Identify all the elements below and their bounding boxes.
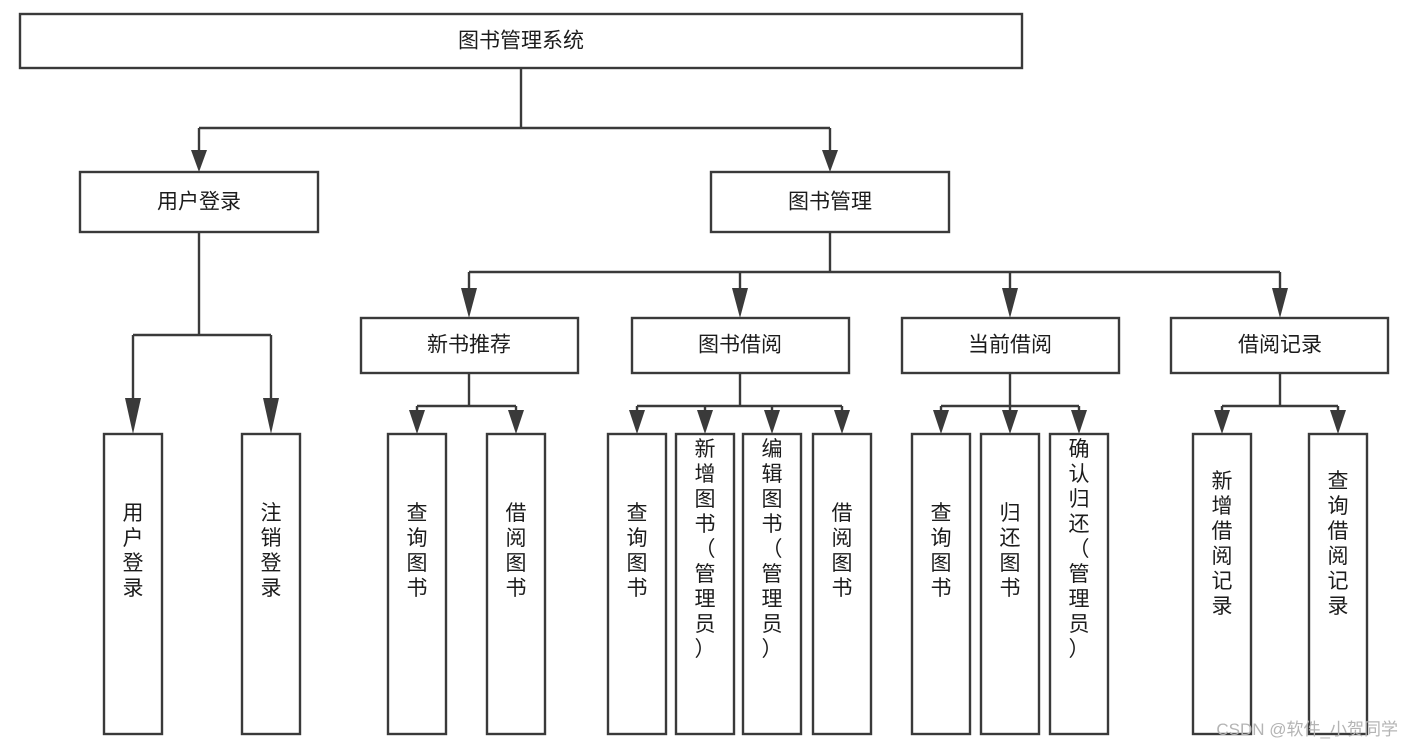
- node-user-login-box[interactable]: [78, 170, 320, 234]
- node-borrow-record-label: 借阅记录: [1238, 334, 1322, 357]
- arrow-to-leaf-return-book: [1002, 410, 1018, 434]
- arrow-to-leaf-add-book: [697, 410, 713, 434]
- arrow-root-to-user-login: [191, 150, 207, 172]
- leaf-return-book-label: 归还图书: [1000, 502, 1021, 600]
- node-book-borrow-box[interactable]: [630, 316, 851, 375]
- leaf-edit-book-box[interactable]: [741, 432, 803, 736]
- leaf-borrow-book-1[interactable]: 借阅图书: [485, 432, 547, 736]
- arrow-to-leaf-borrow-book-1: [508, 410, 524, 434]
- leaf-user-login[interactable]: 用户登录: [102, 432, 164, 736]
- leaf-query-book-3-box[interactable]: [910, 432, 972, 736]
- node-root-label: 图书管理系统: [458, 30, 584, 53]
- leaf-query-book-3[interactable]: 查询图书: [910, 432, 972, 736]
- node-book-manage-label: 图书管理: [788, 191, 872, 214]
- leaf-borrow-book-2-label: 借阅图书: [832, 502, 853, 600]
- leaf-query-book-2-label: 查询图书: [627, 502, 648, 600]
- leaf-edit-book-label: 编辑图书（管理员）: [762, 438, 783, 661]
- arrow-to-new-book-recommend: [461, 288, 477, 318]
- leaf-query-record[interactable]: 查询借阅记录: [1307, 432, 1369, 736]
- csdn-watermark: CSDN @软件_小贺同学: [1216, 720, 1398, 739]
- node-borrow-record-box[interactable]: [1169, 316, 1390, 375]
- leaf-edit-book[interactable]: 编辑图书（管理员）: [741, 432, 803, 736]
- leaf-query-record-box[interactable]: [1307, 432, 1369, 736]
- node-borrow-record[interactable]: 借阅记录: [1169, 316, 1390, 375]
- arrow-to-leaf-user-login: [125, 398, 141, 434]
- leaf-add-book[interactable]: 新增图书（管理员）: [674, 432, 736, 736]
- leaf-query-record-label: 查询借阅记录: [1328, 470, 1349, 618]
- leaf-user-logout[interactable]: 注销登录: [240, 432, 302, 736]
- leaf-borrow-book-2-box[interactable]: [811, 432, 873, 736]
- leaf-confirm-return[interactable]: 确认归还（管理员）: [1048, 432, 1110, 736]
- leaf-add-record-box[interactable]: [1191, 432, 1253, 736]
- leaf-borrow-book-1-box[interactable]: [485, 432, 547, 736]
- leaf-query-book-2[interactable]: 查询图书: [606, 432, 668, 736]
- leaf-borrow-book-2[interactable]: 借阅图书: [811, 432, 873, 736]
- leaf-user-logout-box[interactable]: [240, 432, 302, 736]
- leaf-query-book-2-box[interactable]: [606, 432, 668, 736]
- node-new-book-recommend-box[interactable]: [359, 316, 580, 375]
- arrow-to-leaf-borrow-book-2: [834, 410, 850, 434]
- node-new-book-recommend[interactable]: 新书推荐: [359, 316, 580, 375]
- leaf-confirm-return-box[interactable]: [1048, 432, 1110, 736]
- node-current-borrow[interactable]: 当前借阅: [900, 316, 1121, 375]
- node-current-borrow-box[interactable]: [900, 316, 1121, 375]
- leaf-user-logout-label: 注销登录: [261, 502, 282, 600]
- connector-layer: [125, 68, 1346, 434]
- arrow-to-book-borrow: [732, 288, 748, 318]
- leaf-borrow-book-1-label: 借阅图书: [506, 502, 527, 600]
- node-current-borrow-label: 当前借阅: [968, 334, 1052, 357]
- leaf-add-record-label: 新增借阅记录: [1212, 470, 1233, 618]
- leaf-confirm-return-label: 确认归还（管理员）: [1069, 438, 1090, 661]
- node-new-book-recommend-label: 新书推荐: [427, 334, 511, 357]
- leaf-query-book-3-label: 查询图书: [931, 502, 952, 600]
- node-book-borrow-label: 图书借阅: [698, 334, 782, 357]
- arrow-root-to-book-manage: [822, 150, 838, 172]
- leaf-add-book-label: 新增图书（管理员）: [695, 438, 716, 661]
- arrow-to-leaf-confirm-return: [1071, 410, 1087, 434]
- node-book-manage[interactable]: 图书管理: [709, 170, 951, 234]
- leaf-add-book-box[interactable]: [674, 432, 736, 736]
- arrow-to-leaf-query-record: [1330, 410, 1346, 434]
- node-book-borrow[interactable]: 图书借阅: [630, 316, 851, 375]
- arrow-to-leaf-query-book-3: [933, 410, 949, 434]
- node-root-box[interactable]: [18, 12, 1024, 70]
- node-root[interactable]: 图书管理系统: [18, 12, 1024, 70]
- leaf-return-book-box[interactable]: [979, 432, 1041, 736]
- leaf-user-login-label: 用户登录: [123, 502, 144, 600]
- arrow-to-leaf-user-logout: [263, 398, 279, 434]
- arrow-to-leaf-query-book-1: [409, 410, 425, 434]
- arrow-to-current-borrow: [1002, 288, 1018, 318]
- leaf-add-record[interactable]: 新增借阅记录: [1191, 432, 1253, 736]
- arrow-to-leaf-add-record: [1214, 410, 1230, 434]
- node-user-login[interactable]: 用户登录: [78, 170, 320, 234]
- node-book-manage-box[interactable]: [709, 170, 951, 234]
- arrow-to-leaf-query-book-2: [629, 410, 645, 434]
- leaf-user-login-box[interactable]: [102, 432, 164, 736]
- leaf-query-book-1-label: 查询图书: [407, 502, 428, 600]
- leaf-return-book[interactable]: 归还图书: [979, 432, 1041, 736]
- leaf-query-book-1-box[interactable]: [386, 432, 448, 736]
- arrow-to-leaf-edit-book: [764, 410, 780, 434]
- node-user-login-label: 用户登录: [157, 191, 241, 214]
- leaf-query-book-1[interactable]: 查询图书: [386, 432, 448, 736]
- arrow-to-borrow-record: [1272, 288, 1288, 318]
